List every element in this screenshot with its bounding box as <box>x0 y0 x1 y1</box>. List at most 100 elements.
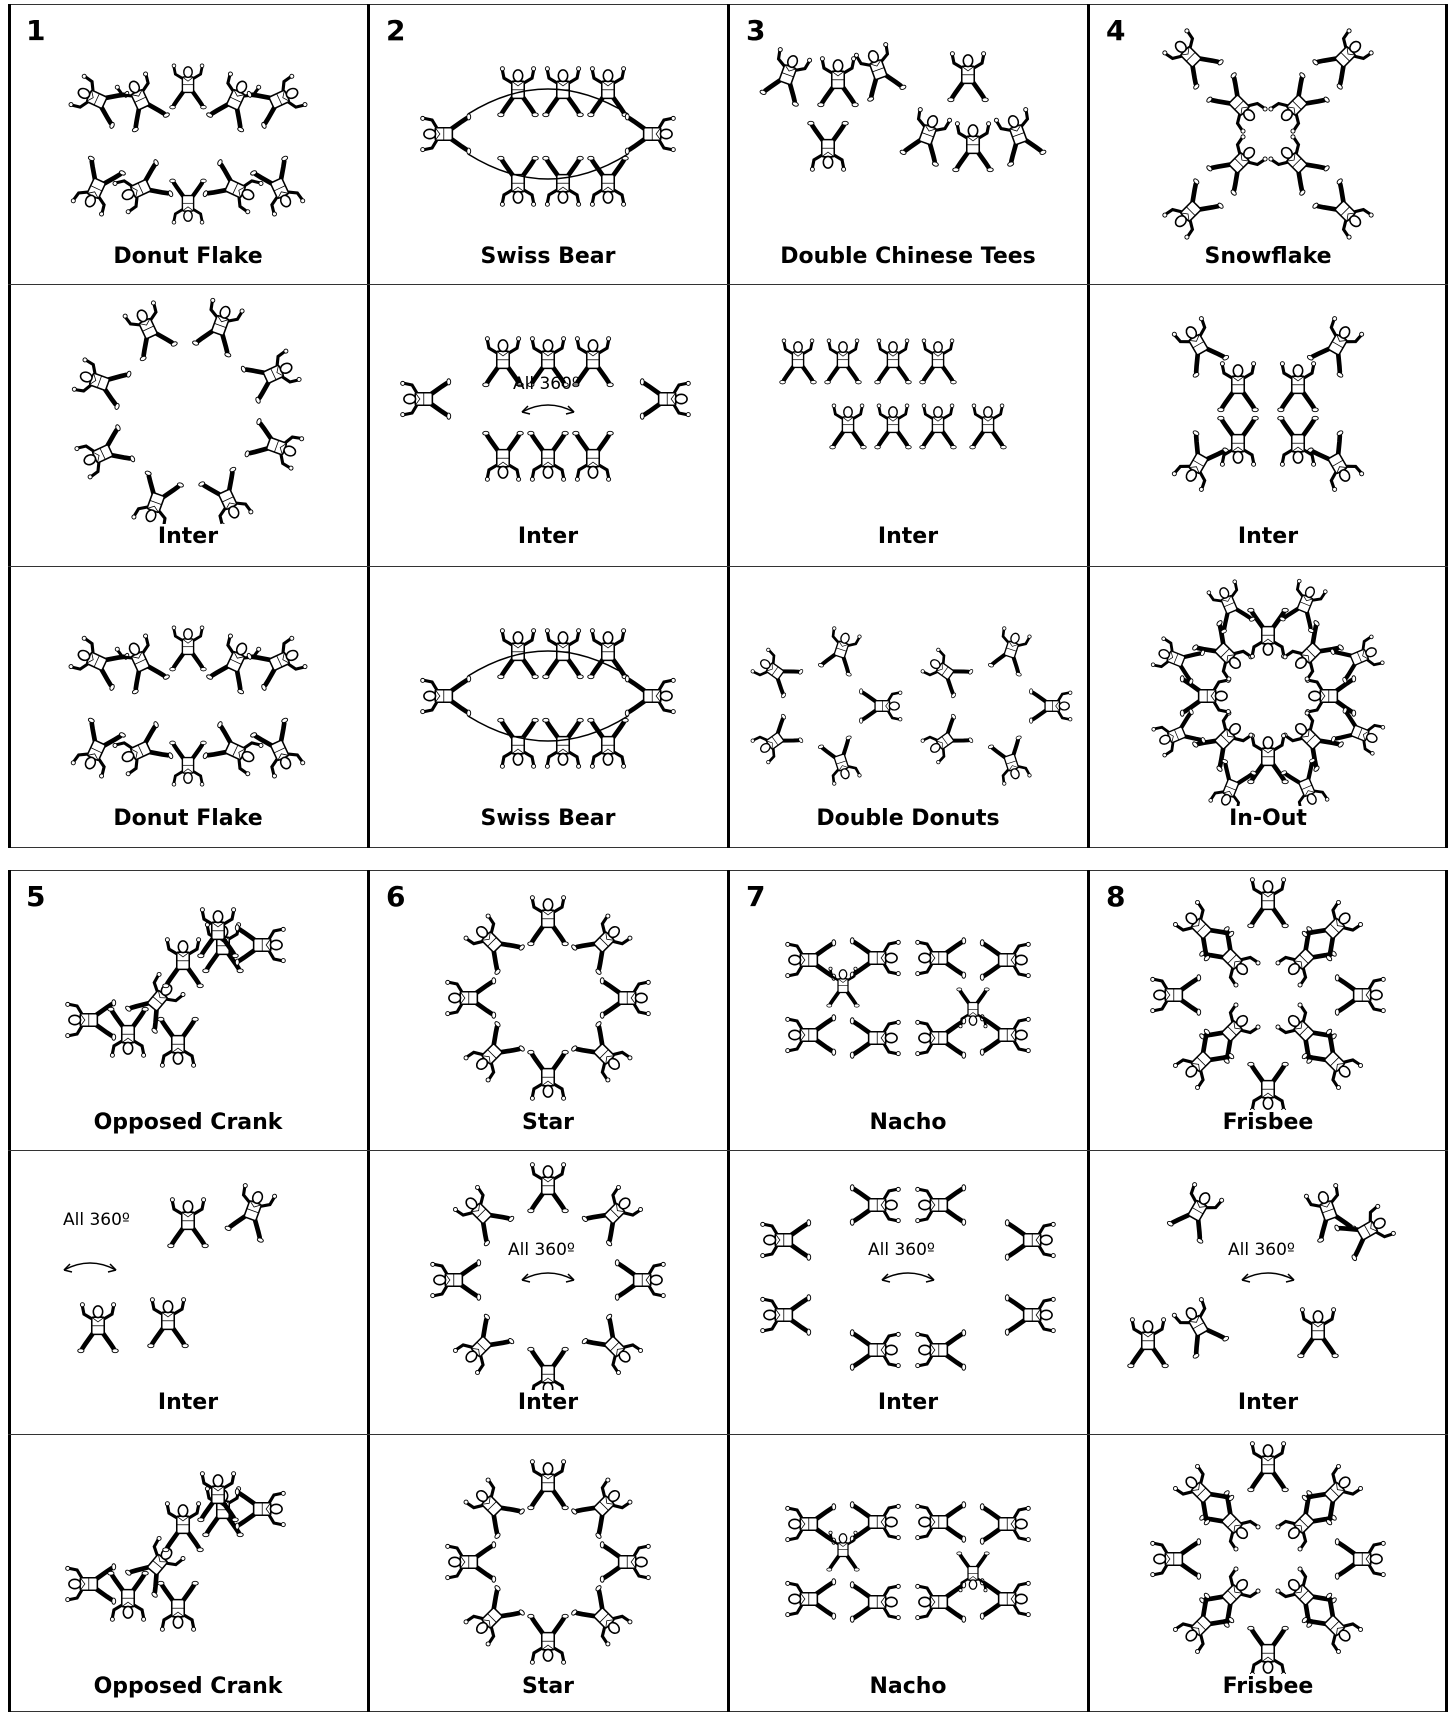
skydiver-figure <box>573 431 614 481</box>
formation-label: Opposed Crank <box>8 1110 368 1135</box>
skydiver-figure <box>1169 315 1229 379</box>
formation-label: Inter <box>368 524 728 549</box>
formation-diagram <box>368 4 728 244</box>
formation-diagram <box>1088 566 1448 806</box>
skydiver-figure <box>543 718 584 768</box>
skydiver-figure <box>421 114 471 155</box>
formation-label: Donut Flake <box>8 806 368 831</box>
skydiver-figure <box>571 1585 635 1649</box>
skydiver-figure <box>1167 1181 1227 1245</box>
skydiver-figure <box>615 1260 665 1301</box>
formation-diagram <box>728 1150 1088 1390</box>
skydiver-figure <box>600 1542 650 1583</box>
skydiver-figure <box>625 676 675 717</box>
skydiver-figure <box>581 1183 645 1247</box>
skydiver-figure <box>919 713 974 766</box>
formation-diagram <box>1088 284 1448 524</box>
skydiver-figure <box>980 1504 1030 1545</box>
formation-cell: Donut Flake <box>8 4 368 284</box>
skydiver-figure <box>850 938 900 979</box>
skydiver-figure <box>1266 72 1330 136</box>
skydiver-figure <box>68 717 126 779</box>
skydiver-figure <box>461 1585 525 1649</box>
formation-label: Frisbee <box>1088 1110 1448 1135</box>
skydiver-figure <box>850 1502 900 1543</box>
skydiver-figure <box>851 41 906 102</box>
rotation-note: All 360º <box>513 374 580 394</box>
formation-diagram <box>728 566 1088 806</box>
skydiver-figure <box>66 1564 116 1605</box>
skydiver-figure <box>571 1021 635 1085</box>
skydiver-figure <box>528 1050 569 1100</box>
formation-diagram <box>1088 1434 1448 1674</box>
formation-label: Swiss Bear <box>368 244 728 269</box>
formation-label: Nacho <box>728 1110 1088 1135</box>
formation-label: Star <box>368 1674 728 1699</box>
skydiver-figure <box>1206 72 1270 136</box>
skydiver-figure <box>988 735 1034 786</box>
formation-cell: Donut Flake <box>8 566 368 848</box>
skydiver-figure <box>401 379 451 420</box>
skydiver-figure <box>163 938 204 988</box>
formation-label: Inter <box>1088 1390 1448 1415</box>
skydiver-figure <box>246 633 308 691</box>
skydiver-figure <box>1248 878 1289 928</box>
skydiver-figure <box>1218 362 1259 412</box>
skydiver-figure <box>1160 178 1224 242</box>
skydiver-figure <box>431 1260 481 1301</box>
skydiver-figure <box>1278 416 1319 466</box>
skydiver-figure <box>818 57 859 107</box>
skydiver-figure <box>483 431 524 481</box>
skydiver-figure <box>528 431 569 481</box>
skydiver-figure <box>1128 1318 1169 1368</box>
skydiver-figure <box>916 938 966 979</box>
skydiver-figure <box>158 1581 199 1631</box>
formation-cell: Swiss Bear <box>368 566 728 848</box>
skydiver-figure <box>120 299 178 361</box>
rotate-360-arrow-icon <box>1242 1273 1294 1282</box>
skydiver-figure <box>749 646 804 699</box>
formation-cell: Opposed Crank <box>8 1434 368 1712</box>
skydiver-figure <box>528 1460 569 1510</box>
skydiver-figure <box>235 1489 285 1530</box>
skydiver-figure <box>148 1298 189 1348</box>
skydiver-figure <box>1278 362 1319 412</box>
formation-block-5-8: 5Opposed CrankAll 360ºInterOpposed Crank… <box>8 870 1448 1712</box>
skydiver-figure <box>827 967 859 1007</box>
formation-diagram <box>728 284 1088 524</box>
skydiver-figure <box>461 1475 525 1539</box>
formation-label: Inter <box>368 1390 728 1415</box>
formation-label: Nacho <box>728 1674 1088 1699</box>
skydiver-figure <box>970 404 1007 449</box>
skydiver-figure <box>1331 707 1386 758</box>
skydiver-figure <box>1307 315 1367 379</box>
formation-cell: In-Out <box>1088 566 1448 848</box>
rotate-360-arrow-icon <box>64 1263 116 1272</box>
skydiver-figure <box>1248 1442 1289 1492</box>
skydiver-figure <box>1150 634 1205 685</box>
skydiver-figure <box>158 1017 199 1067</box>
skydiver-figure <box>1334 1201 1398 1261</box>
skydiver-figure <box>1279 578 1330 633</box>
skydiver-figure <box>68 155 126 217</box>
skydiver-figure <box>916 1582 966 1623</box>
skydiver-figure <box>73 424 135 482</box>
skydiver-figure <box>129 470 184 524</box>
skydiver-figure <box>759 46 814 107</box>
skydiver-figure <box>875 404 912 449</box>
skydiver-figure <box>224 1182 279 1243</box>
skydiver-figure <box>451 1183 515 1247</box>
skydiver-figure <box>66 1000 116 1041</box>
skydiver-figure <box>112 70 170 132</box>
formation-cell: All 360ºInter <box>368 284 728 566</box>
skydiver-figure <box>498 156 539 206</box>
skydiver-figure <box>850 1582 900 1623</box>
formation-cell: Nacho <box>728 870 1088 1150</box>
skydiver-figure <box>1312 178 1376 242</box>
formation-diagram <box>1088 4 1448 244</box>
formation-cell: Inter <box>728 284 1088 566</box>
skydiver-figure <box>1206 132 1270 196</box>
skydiver-figure <box>1298 1308 1339 1358</box>
rotation-note: All 360º <box>508 1240 575 1260</box>
